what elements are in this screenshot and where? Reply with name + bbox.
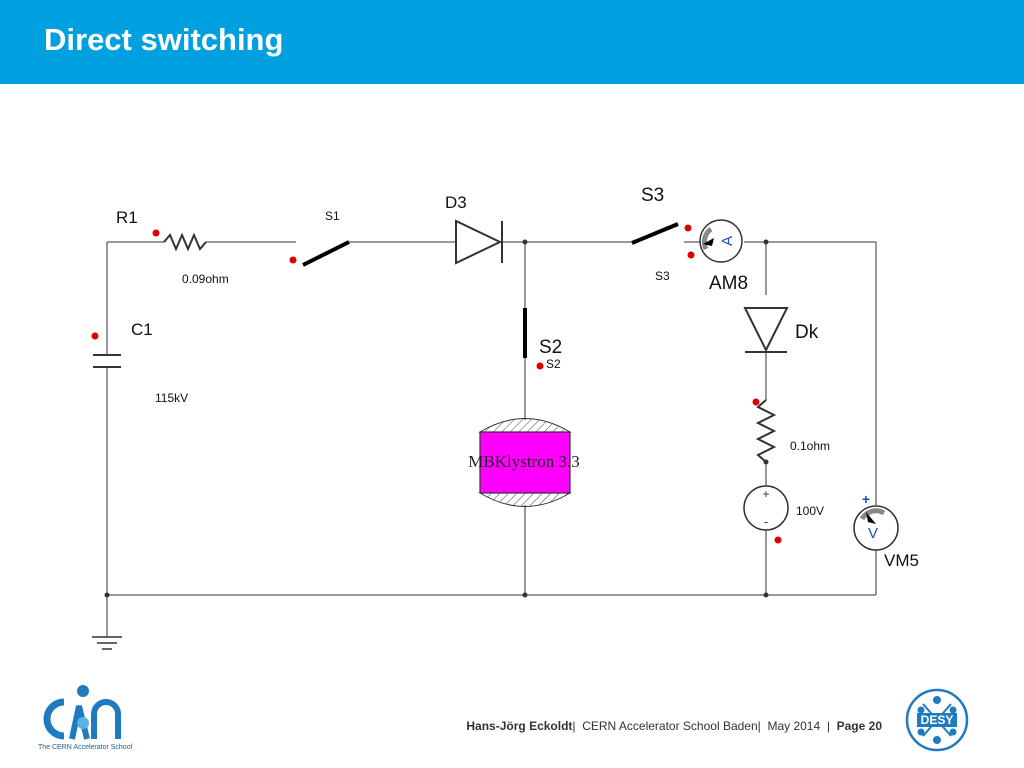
- footer-sep-3: |: [826, 719, 830, 733]
- s1-switch: [302, 240, 350, 267]
- desy-logo-text: DESY: [921, 713, 954, 727]
- footer-date: May 2014: [767, 719, 821, 733]
- r1-value: 0.09ohm: [182, 272, 229, 286]
- dk-resistor-value: 0.1ohm: [790, 439, 830, 453]
- component-labels: R1 0.09ohm C1 115kV S1 D3 S3 S3 AM8 S2 S…: [116, 185, 919, 570]
- desy-logo: DESY: [905, 688, 969, 752]
- vm5-plus: +: [862, 491, 870, 507]
- slide-header: Direct switching: [0, 0, 1024, 84]
- am8-ammeter: [699, 219, 743, 263]
- vm5-voltmeter: [853, 505, 899, 551]
- r1-label: R1: [116, 208, 138, 227]
- klystron-label: MBKlystron 3.3: [468, 452, 579, 471]
- am8-symbol: A: [719, 236, 736, 246]
- am8-label: AM8: [709, 273, 748, 294]
- junctions: [104, 239, 769, 598]
- footer-author: Hans-Jörg Eckoldt: [466, 719, 573, 733]
- footer-info: Hans-Jörg Eckoldt| CERN Accelerator Scho…: [466, 719, 882, 733]
- cas-logo: [43, 685, 121, 740]
- source-minus: -: [764, 514, 768, 529]
- r1-resistor: [163, 232, 207, 252]
- ground-symbol: [92, 636, 122, 650]
- footer-page: Page 20: [836, 719, 882, 733]
- vm5-label: VM5: [884, 551, 919, 570]
- s1-label: S1: [325, 209, 340, 223]
- s2-sub-label: S2: [546, 357, 561, 371]
- source-value: 100V: [796, 504, 824, 518]
- voltage-source: [743, 485, 789, 531]
- klystron-symbol: [478, 418, 572, 507]
- dk-resistor: [755, 399, 777, 463]
- s3-sub-label: S3: [655, 269, 670, 283]
- source-plus: +: [762, 487, 769, 501]
- node-markers: [91, 224, 782, 544]
- slide-title: Direct switching: [44, 22, 284, 57]
- footer-event: CERN Accelerator School Baden: [582, 719, 758, 733]
- c1-label: C1: [131, 320, 153, 339]
- slide-footer: The CERN Accelerator School Hans-Jörg Ec…: [0, 682, 1024, 768]
- dk-diode: [743, 307, 789, 353]
- dk-label: Dk: [795, 322, 819, 343]
- footer-sep-1: |: [572, 719, 576, 733]
- d3-label: D3: [445, 193, 467, 212]
- c1-capacitor: [93, 354, 121, 368]
- s3-switch: [631, 222, 679, 245]
- footer-sep-2: |: [757, 719, 761, 733]
- cas-logo-text: The CERN Accelerator School: [38, 744, 133, 751]
- vm5-symbol: V: [868, 525, 878, 542]
- s3-label: S3: [641, 185, 664, 206]
- s2-label: S2: [539, 337, 562, 358]
- c1-value: 115kV: [155, 391, 188, 405]
- d3-diode: [455, 219, 503, 265]
